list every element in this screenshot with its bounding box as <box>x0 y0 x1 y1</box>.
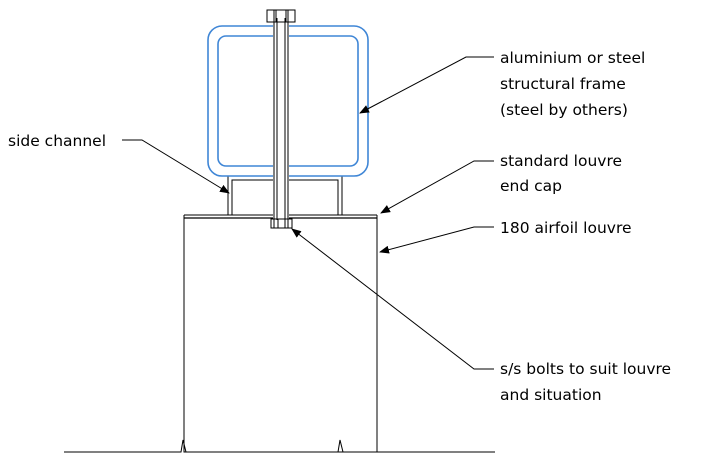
end-cap-label-line2: end cap <box>500 177 562 195</box>
louvre-body <box>183 217 378 453</box>
louvre-leader <box>379 226 494 254</box>
louvre-label: 180 airfoil louvre <box>500 219 632 237</box>
side-channel-label: side channel <box>8 132 106 150</box>
frame-label-line1: aluminium or steel <box>500 49 645 67</box>
end-cap-leader <box>380 160 494 214</box>
annotation-labels: aluminium or steel structural frame (ste… <box>8 49 671 404</box>
frame-label-line3: (steel by others) <box>500 101 628 119</box>
leader-lines <box>122 56 494 370</box>
frame-leader <box>359 56 494 114</box>
frame-label-line2: structural frame <box>500 75 626 93</box>
break-line <box>64 439 495 453</box>
bolts-label-line2: and situation <box>500 386 602 404</box>
end-cap-label-line1: standard louvre <box>500 152 622 170</box>
bolt <box>266 9 296 229</box>
bolts-label-line1: s/s bolts to suit louvre <box>500 360 671 378</box>
bolt-leader <box>291 228 494 370</box>
side-channel-leader <box>122 139 230 194</box>
